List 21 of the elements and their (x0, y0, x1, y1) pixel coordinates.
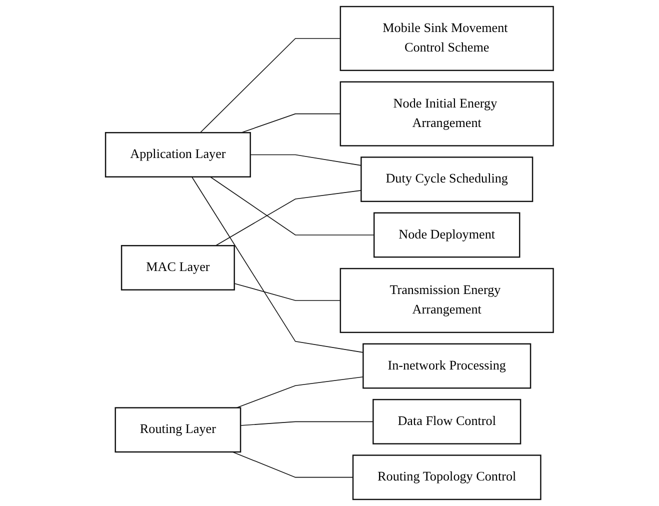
node-box: In-network Processing (362, 343, 532, 389)
node-box: Routing Topology Control (352, 454, 542, 500)
node-box: MAC Layer (121, 245, 236, 290)
connector (250, 154, 362, 166)
connector (210, 176, 375, 236)
node-box: Duty Cycle Scheduling (360, 156, 534, 202)
connector (215, 190, 362, 246)
node-box: Application Layer (105, 132, 252, 178)
connector (200, 38, 341, 134)
connector (241, 113, 341, 134)
node-box: Data Flow Control (372, 398, 522, 444)
connector (234, 283, 341, 301)
node-box: Transmission Energy Arrangement (340, 268, 554, 334)
connector (232, 452, 354, 478)
node-box: Node Initial Energy Arrangement (340, 81, 554, 146)
connector (240, 421, 374, 426)
node-box: Mobile Sink Movement Control Scheme (340, 6, 554, 72)
node-box: Routing Layer (114, 407, 242, 453)
node-box: Node Deployment (374, 212, 520, 258)
connector (236, 376, 364, 408)
connector (192, 176, 364, 353)
